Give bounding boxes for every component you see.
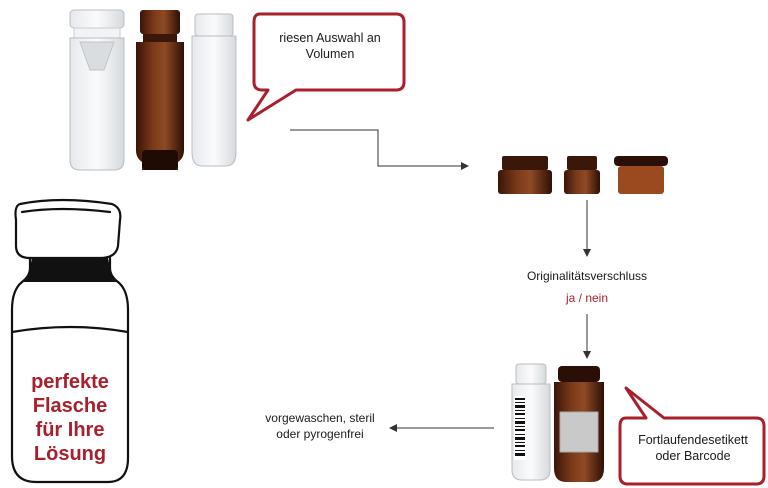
vial-clear-left	[69, 9, 125, 171]
vial-amber-center	[136, 10, 184, 170]
callout-bubble-volume	[246, 12, 406, 122]
hero-line-2: Flasche	[32, 395, 108, 417]
vial-barcode	[511, 363, 551, 481]
callout-label-text: Fortlaufendesetikett oder Barcode	[638, 433, 748, 463]
hero-line-3: für Ihre	[35, 419, 105, 441]
callout-volume-text: riesen Auswahl an Volumen	[279, 31, 381, 61]
cleaning-line-1: vorgewaschen, steril	[265, 411, 375, 425]
tamper-title: Originalitätsverschluss	[526, 269, 648, 283]
hero-line-4: Lösung	[33, 443, 107, 465]
hero-bottle-neck-band	[22, 258, 118, 282]
vial-clear-right	[191, 13, 237, 167]
cap-amber-3	[614, 156, 668, 194]
vial-amber-label	[554, 366, 604, 482]
cap-amber-2	[564, 156, 600, 194]
arrow-vials-to-caps	[290, 129, 469, 170]
cap-amber-1	[498, 156, 552, 194]
cleaning-line-2: oder pyrogenfrei	[276, 427, 364, 441]
hero-line-1: perfekte	[31, 371, 109, 393]
callout-bubble-label	[618, 386, 766, 486]
tamper-options: ja / nein	[565, 291, 609, 305]
